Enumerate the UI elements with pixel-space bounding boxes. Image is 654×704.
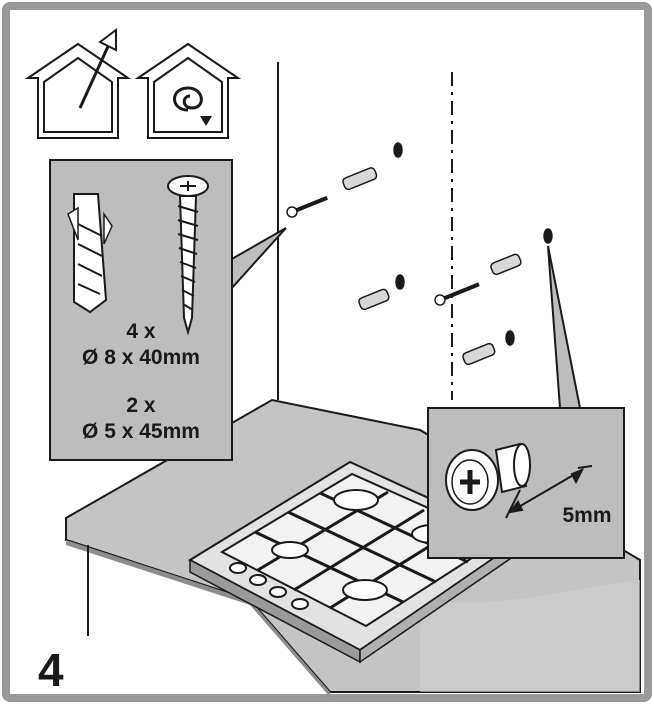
hob-knobs xyxy=(229,562,309,610)
step-number: 4 xyxy=(38,644,64,696)
screw-icon xyxy=(167,175,209,336)
house-recirculation-icon xyxy=(134,42,242,139)
screw-head-icon xyxy=(445,442,531,511)
wall-plug-icon xyxy=(67,193,113,314)
wall-fixings xyxy=(286,142,553,366)
fixings-callout-panel: 4 x Ø 8 x 40mm 2 x Ø 5 x 45mm xyxy=(49,159,287,461)
size-label-2: Ø 5 x 45mm xyxy=(82,420,200,443)
dimension-label: 5mm xyxy=(562,504,611,527)
dimension-arrows xyxy=(505,465,593,519)
screw-head-callout-panel: 5mm xyxy=(427,245,625,559)
quantity-label-2: 2 x xyxy=(126,394,156,417)
quantity-label-1: 4 x xyxy=(126,320,156,343)
size-label-1: Ø 8 x 40mm xyxy=(82,346,200,369)
house-outlet-icon xyxy=(24,28,132,139)
